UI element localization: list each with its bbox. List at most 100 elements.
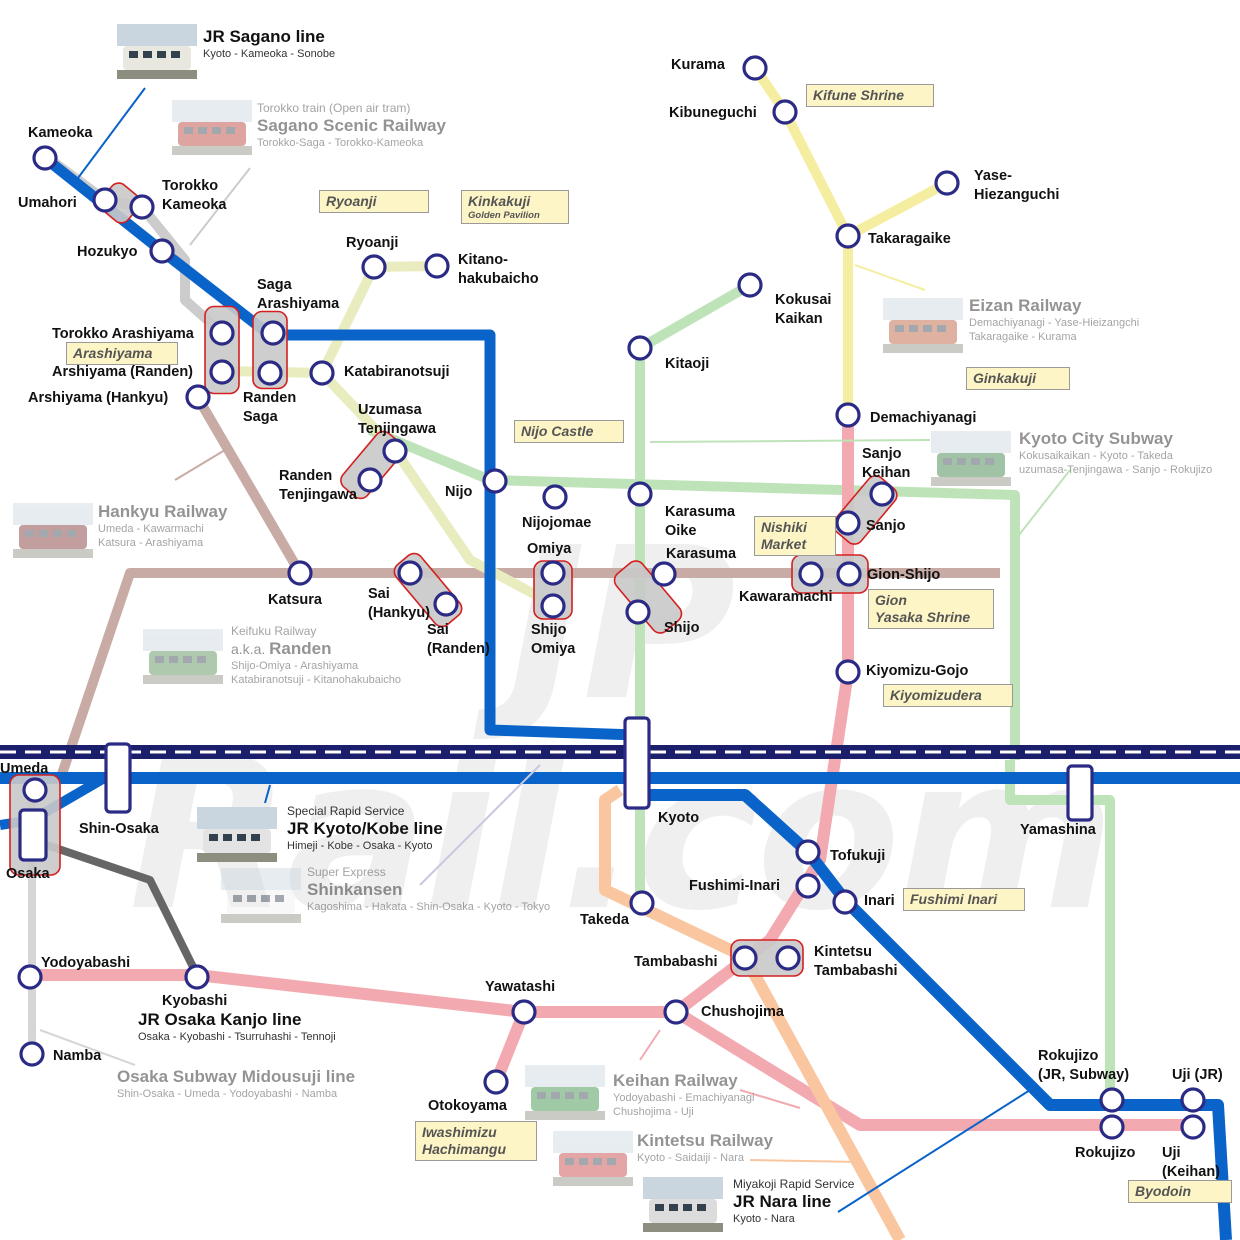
pointer-line-0: [77, 87, 146, 179]
jr-sagano-line: [41, 153, 638, 741]
legend-line-name: Sagano Scenic Railway: [257, 116, 446, 135]
station-kurama: [742, 55, 768, 81]
station-label-kibuneguchi: Kibuneguchi: [669, 105, 757, 121]
station-label-umahori: Umahori: [18, 195, 77, 211]
station-kitaoji: [627, 335, 653, 361]
station-inari: [832, 889, 858, 915]
station-karasuma-oike: [627, 481, 653, 507]
station-kintetsu-tambabashi: [775, 945, 801, 971]
randen-kitano-line: [317, 261, 438, 376]
station-label-kyobashi: Kyobashi: [162, 993, 228, 1009]
sight-title: Arashiyama: [73, 345, 153, 361]
sight-title: Ryoanji: [326, 193, 377, 209]
station-label-torokko-kameoka: Torokko Kameoka: [162, 178, 227, 213]
pointer-line-3: [189, 167, 251, 246]
station-label-inari: Inari: [864, 893, 895, 909]
sight-gion-sight: Gion Yasaka Shrine: [868, 589, 994, 629]
sight-subtitle: Golden Pavilion: [468, 210, 540, 221]
station-label-demachiyanagi: Demachiyanagi: [870, 410, 977, 426]
station-label-katsura: Katsura: [268, 592, 322, 608]
legend-line-name: JR Osaka Kanjo line: [138, 1010, 302, 1029]
station-yawatashi: [511, 999, 537, 1025]
station-kiyomizu-gojo: [835, 659, 861, 685]
sight-fushimi-inari-sight: Fushimi Inari: [903, 888, 1025, 911]
station-label-kitano-hakubaicho: Kitano- hakubaicho: [458, 252, 539, 287]
station-label-kurama: Kurama: [671, 57, 725, 73]
station-label-yamashina: Yamashina: [1020, 822, 1096, 838]
kanjo-line: [30, 836, 201, 977]
pointer-line-12: [749, 1159, 861, 1163]
legend-route: Shin-Osaka - Umeda - Yodoyabashi - Namba: [117, 1088, 338, 1100]
station-label-kyoto: Kyoto: [658, 810, 700, 826]
legend-line-name: Osaka Subway Midousuji line: [117, 1067, 356, 1086]
station-label-torokko-arashiyama: Torokko Arashiyama: [52, 326, 194, 342]
kintetsu-kyoto-line: [599, 785, 906, 1240]
station-shijo-omiya: [540, 593, 566, 619]
station-kitano-hakubaicho: [424, 253, 450, 279]
station-chushojima: [663, 999, 689, 1025]
station-label-sanjo: Sanjo: [866, 518, 906, 534]
station-sanjo-keihan: [869, 481, 895, 507]
sight-title: Kiyomizudera: [890, 687, 982, 703]
capsule-station-2: [1066, 764, 1094, 822]
station-label-kawaramachi: Kawaramachi: [739, 589, 833, 605]
legend-route: Shijo-Omiya - Arashiyama Katabiranotsuji…: [231, 660, 402, 686]
station-randen-saga: [257, 360, 283, 386]
station-karasuma: [651, 561, 677, 587]
capsule-station-1: [104, 742, 132, 814]
station-arashiyama-randen: [209, 359, 235, 385]
station-label-tambabashi: Tambabashi: [634, 954, 718, 970]
station-label-randen-tenjingawa: Randen Tenjingawa: [279, 468, 357, 503]
sight-title: Byodoin: [1135, 1183, 1191, 1199]
station-label-uzumasa: Uzumasa Tenjingawa: [358, 402, 436, 437]
station-label-karasuma-oike: Karasuma Oike: [665, 504, 736, 539]
station-label-katabiranotsuji: Katabiranotsuji: [344, 364, 450, 380]
station-kyobashi: [184, 964, 210, 990]
sight-ryoanji-sight: Ryoanji: [319, 190, 429, 213]
legend-route: Demachiyanagi - Yase-Hieizangchi Takarag…: [969, 317, 1140, 343]
station-randen-tenjingawa: [357, 467, 383, 493]
pointer-line-10: [739, 1089, 801, 1109]
station-nijojomae: [542, 484, 568, 510]
pointer-line-5: [1014, 469, 1071, 541]
station-label-saga-arashiyama: Saga Arashiyama: [257, 277, 340, 312]
station-label-otokoyama: Otokoyama: [428, 1098, 507, 1114]
station-tambabashi: [732, 945, 758, 971]
station-label-namba: Namba: [53, 1048, 102, 1064]
legend-route: Umeda - Kawarmachi Katsura - Arashiyama: [98, 523, 204, 549]
capsule-station-3: [18, 808, 48, 862]
station-sanjo: [835, 510, 861, 536]
station-katabiranotsuji: [309, 360, 335, 386]
sight-ginkakuji-sight: Ginkakuji: [966, 367, 1070, 390]
station-torokko-arashiyama: [209, 320, 235, 346]
station-kameoka: [32, 145, 58, 171]
station-label-shijo: Shijo: [664, 620, 700, 636]
legend-route: Kyoto - Kameoka - Sonobe: [203, 48, 336, 60]
legend-service: Miyakoji Rapid Service: [733, 1177, 855, 1191]
station-umeda: [22, 777, 48, 803]
legend-line-name: Hankyu Railway: [98, 502, 228, 521]
station-label-kitaoji: Kitaoji: [665, 356, 710, 372]
station-label-nijojomae: Nijojomae: [522, 515, 592, 531]
station-label-gion-shijo: Gion-Shijo: [867, 567, 941, 583]
legend-line-name: JR Nara line: [733, 1192, 832, 1211]
station-label-uji-keihan: Uji (Keihan): [1162, 1145, 1220, 1180]
legend-torokko: Torokko train (Open air tram)Sagano Scen…: [257, 101, 446, 150]
station-label-omiya: Omiya: [527, 541, 572, 557]
sight-kifune-sight: Kifune Shrine: [806, 84, 934, 107]
legend-route: Torokko-Saga - Torokko-Kameoka: [257, 137, 424, 149]
station-label-yawatashi: Yawatashi: [485, 979, 556, 995]
sight-title: Ginkakuji: [973, 370, 1037, 386]
sight-iwashimizu-sight: Iwashimizu Hachimangu: [415, 1121, 537, 1161]
station-uji-keihan: [1180, 1114, 1206, 1140]
station-nijo: [482, 468, 508, 494]
